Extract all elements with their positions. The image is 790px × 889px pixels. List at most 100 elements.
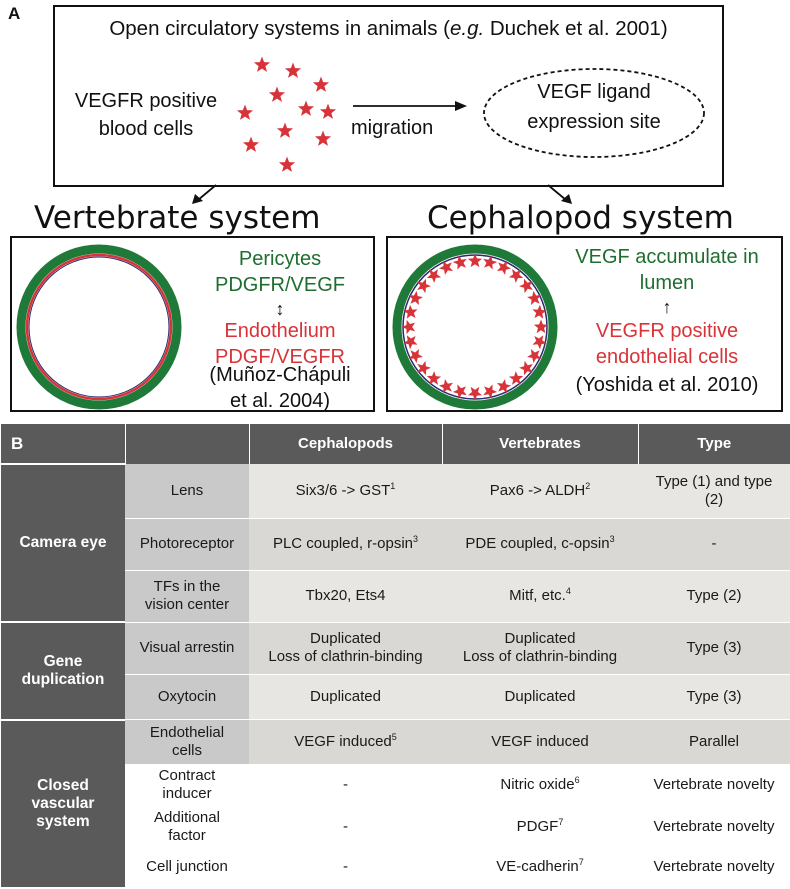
- blood-cell-stars: [236, 56, 337, 172]
- bidirectional-arrow: ↕: [275, 299, 285, 319]
- pericytes-label: Pericytes PDGFR/VEGF: [214, 248, 345, 296]
- cephalopod-vessel-diagram: [392, 244, 558, 410]
- vegfr-endothelial-label: VEGFR positive endothelial cells: [595, 320, 739, 368]
- blood-cell-star: [276, 122, 294, 138]
- group-camera-eye: Camera eye: [1, 463, 125, 623]
- open-circulatory-box: Open circulatory systems in animals (e.g…: [53, 5, 724, 187]
- ligand-site-label: VEGF ligand expression site: [527, 81, 661, 133]
- vertebrate-cell: PDE coupled, c-opsin3: [442, 517, 638, 571]
- endothelial-cell-star: [403, 335, 418, 350]
- endothelial-cell-star: [452, 255, 467, 270]
- type-cell: Vertebrate novelty: [638, 847, 790, 887]
- vegf-accumulate-label: VEGF accumulate in lumen: [575, 246, 759, 294]
- feature-cell: Photoreceptor: [125, 517, 249, 571]
- table-row: Camera eye Lens Six3/6 -> GST1 Pax6 -> A…: [1, 463, 790, 623]
- blood-cell-star: [242, 136, 260, 152]
- blood-cell-star: [314, 130, 332, 146]
- blood-cell-star: [297, 100, 315, 116]
- endothelial-cell-star: [532, 304, 547, 319]
- blood-cell-star: [278, 156, 296, 172]
- blood-cells-label: VEGFR positive blood cells: [74, 90, 218, 140]
- endothelial-cell-star: [483, 384, 498, 399]
- upward-arrow: ↑: [662, 297, 672, 317]
- ligand-ellipse: [483, 68, 705, 158]
- type-cell: Type (1) and type(2): [638, 464, 790, 519]
- type-cell: Parallel: [638, 719, 790, 764]
- endothelial-cell-star: [408, 290, 423, 305]
- vertebrate-system-box: Pericytes PDGFR/VEGF ↕ Endothelium PDGF/…: [10, 236, 375, 412]
- blood-cell-star: [253, 56, 271, 72]
- header-cephalopods: Cephalopods: [249, 424, 443, 465]
- vertebrate-system-title: Vertebrate system: [34, 200, 321, 236]
- endothelial-cell-star: [467, 253, 483, 268]
- vertebrate-cell: Mitf, etc.4: [442, 569, 638, 623]
- endothelial-cell-star: [417, 278, 431, 294]
- panel-label-b: B: [1, 424, 126, 465]
- blood-cell-star: [312, 76, 330, 92]
- vertebrate-cell: Pax6 -> ALDH2: [442, 464, 638, 519]
- vertebrate-cell: VE-cadherin7: [442, 847, 638, 887]
- type-cell: Type (3): [638, 674, 790, 720]
- type-cell: Type (3): [638, 621, 790, 675]
- cephalopod-cell: -: [249, 847, 442, 887]
- cephalopod-system-box: VEGF accumulate in lumen ↑ VEGFR positiv…: [386, 236, 783, 412]
- blood-cell-star: [268, 86, 286, 102]
- type-cell: Vertebrate novelty: [638, 805, 790, 848]
- endothelial-cell-star: [403, 304, 418, 319]
- feature-cell: Cell junction: [125, 847, 249, 887]
- cephalopod-cell: -: [249, 805, 442, 848]
- feature-cell: Oxytocin: [125, 674, 249, 720]
- endothelial-cell-star: [497, 379, 512, 394]
- endothelium-label: Endothelium PDGF/VEGFR: [214, 320, 345, 368]
- endothelial-cell-star: [527, 290, 542, 305]
- vertebrate-vessel-diagram: [16, 244, 182, 410]
- table-header-row: B Cephalopods Vertebrates Type: [1, 424, 790, 465]
- type-cell: Type (2): [638, 569, 790, 623]
- endothelial-cell-star: [438, 379, 453, 394]
- vertebrate-cell: VEGF induced: [442, 719, 638, 764]
- cephalopod-cell: Six3/6 -> GST1: [249, 464, 442, 519]
- type-cell: -: [638, 517, 790, 571]
- endothelial-cell-star: [467, 386, 483, 401]
- endothelial-cell-star: [408, 349, 423, 364]
- cephalopod-cell: -: [249, 763, 442, 806]
- cephalopod-cell: VEGF induced5: [249, 719, 442, 764]
- header-vertebrates: Vertebrates: [442, 424, 639, 465]
- endothelial-cell-star: [532, 335, 547, 350]
- endothelial-cell-star: [438, 260, 453, 275]
- vertebrate-reference: (Muñoz-Chápuli et al. 2004): [209, 364, 351, 412]
- vertebrate-cell: PDGF7: [442, 805, 638, 848]
- table-row: Oxytocin Duplicated Duplicated Type (3): [1, 674, 790, 720]
- header-feature: [125, 424, 250, 465]
- cephalopod-cell: Duplicated: [249, 674, 442, 720]
- endothelial-cell-star: [527, 349, 542, 364]
- vertebrate-cell: Nitric oxide6: [442, 763, 638, 806]
- migration-arrow: [353, 101, 467, 111]
- open-circulatory-title: Open circulatory systems in animals (e.g…: [109, 17, 668, 40]
- endothelial-cell-star: [452, 384, 467, 399]
- endothelial-cell-star: [519, 278, 533, 294]
- blood-cell-star: [236, 104, 254, 120]
- endothelial-cell-star: [533, 319, 549, 334]
- vertebrate-cell: Duplicated: [442, 674, 638, 720]
- type-cell: Vertebrate novelty: [638, 763, 790, 806]
- blood-cell-star: [284, 62, 302, 78]
- cephalopod-cell: Tbx20, Ets4: [249, 569, 442, 623]
- endothelial-cell-star: [519, 360, 533, 376]
- cephalopod-system-title: Cephalopod system: [427, 200, 734, 236]
- arrow-to-cephalopod: [547, 184, 572, 204]
- migration-label: migration: [351, 117, 434, 139]
- arrow-to-vertebrate: [192, 184, 217, 204]
